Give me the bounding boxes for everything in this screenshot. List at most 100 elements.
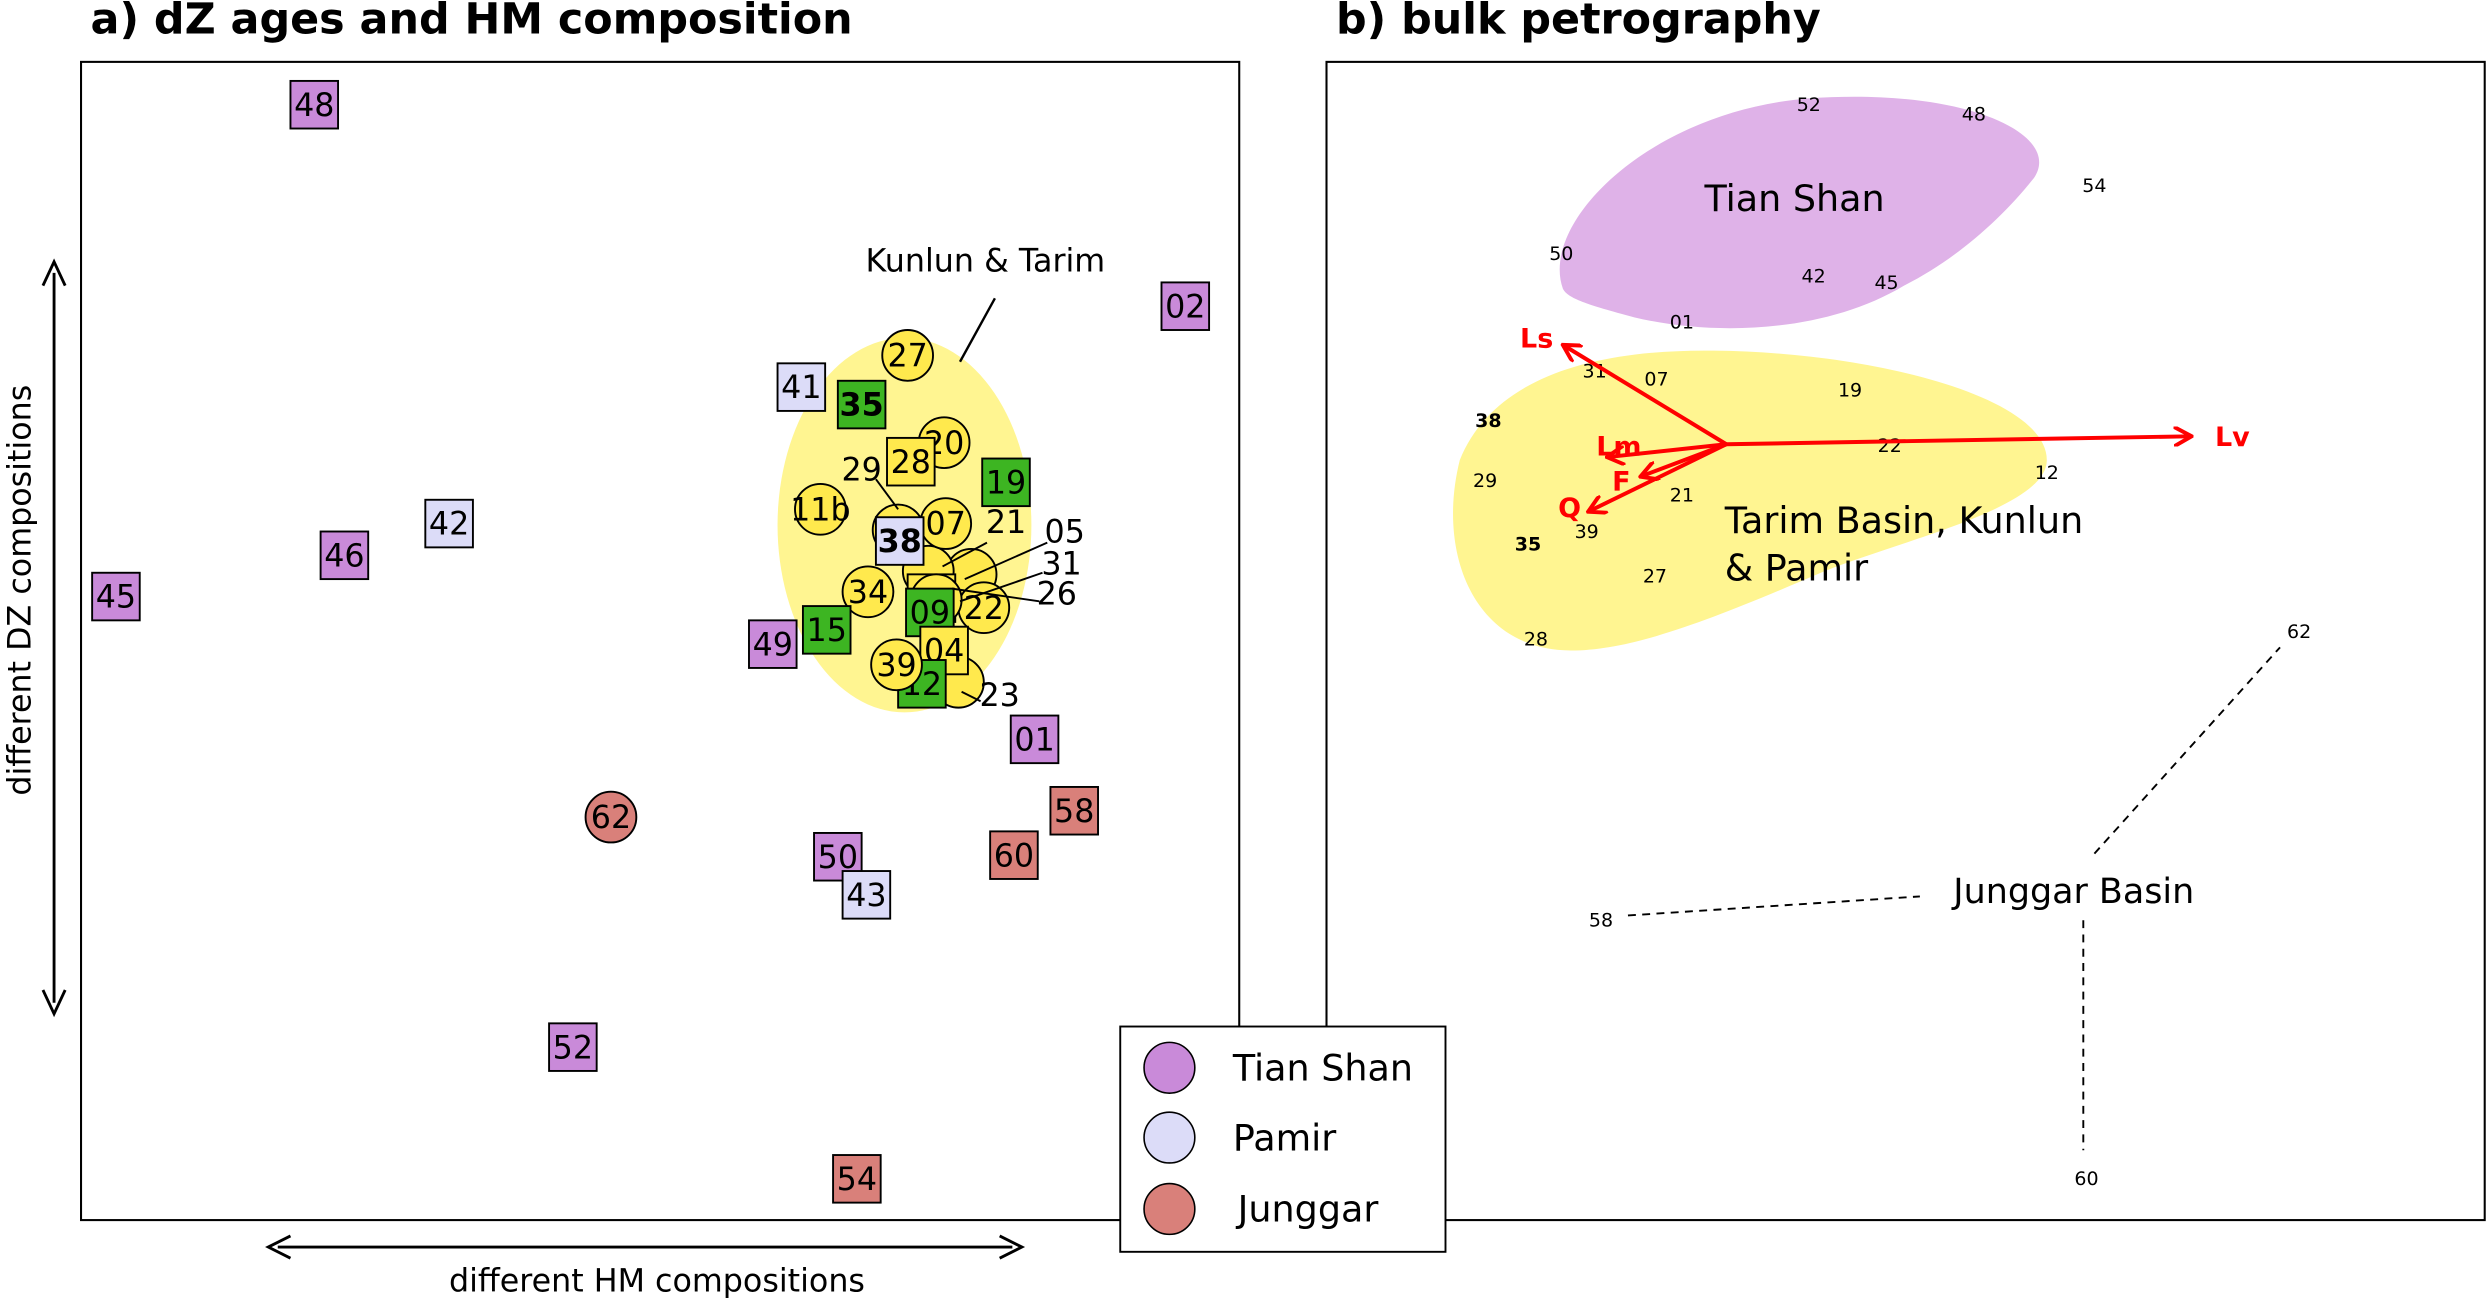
- leader-line: [951, 587, 1040, 603]
- petro-point-35: 35: [1515, 534, 1541, 556]
- data-point-02: 02: [1160, 281, 1211, 331]
- legend-label: Pamir: [1233, 1116, 1336, 1159]
- point-label: 49: [753, 627, 793, 663]
- data-point-49: 49: [748, 619, 798, 669]
- legend-swatch-tian-shan: [1143, 1041, 1196, 1094]
- vector-label: Ls: [1520, 323, 1553, 354]
- leader-line: [959, 571, 1043, 603]
- square-marker: [776, 362, 827, 412]
- junggar-basin-label: Junggar Basin: [1951, 872, 2194, 912]
- point-label: 62: [591, 800, 631, 836]
- data-point-07: 07: [919, 497, 973, 550]
- tian-shan-region: [1559, 96, 2040, 329]
- leader-line: [875, 478, 899, 510]
- vector-Q: [1590, 442, 1728, 511]
- data-point-58: 58: [1049, 785, 1099, 836]
- point-label-31: 31: [1041, 546, 1081, 582]
- square-marker: [886, 436, 936, 487]
- point-label: 35: [840, 388, 884, 424]
- data-point-27: 27: [881, 329, 934, 382]
- vector-Lm: [1609, 442, 1727, 457]
- petro-point-42: 42: [1801, 265, 1825, 287]
- vector-label: Lv: [2215, 422, 2250, 453]
- petro-point-50: 50: [1549, 243, 1573, 265]
- tian-shan-label: Tian Shan: [1703, 177, 1884, 220]
- legend-label: Junggar: [1236, 1188, 1379, 1231]
- data-point-38: 38: [874, 516, 925, 566]
- petro-point-19: 19: [1838, 380, 1862, 402]
- petro-point-21: 21: [1670, 484, 1694, 506]
- petro-point-54: 54: [2082, 175, 2106, 197]
- point-label: 58: [1054, 794, 1094, 830]
- panel-a-frame: [80, 60, 1241, 1222]
- square-marker: [1049, 785, 1099, 836]
- point-label-23: 23: [979, 678, 1019, 714]
- petro-point-39: 39: [1575, 521, 1599, 543]
- vector-label: Lm: [1596, 431, 1641, 462]
- point-label-21: 21: [986, 505, 1026, 541]
- point-label: 11b: [790, 492, 851, 528]
- vector-label: Q: [1558, 493, 1581, 524]
- petro-point-22: 22: [1878, 435, 1902, 457]
- point-label: 42: [429, 507, 469, 543]
- point-label: 60: [994, 838, 1034, 874]
- point-label-05: 05: [1045, 515, 1085, 551]
- panel-a-title: a) dZ ages and HM composition: [91, 0, 853, 44]
- circle-marker: [794, 482, 847, 536]
- point-label: 07: [926, 507, 966, 543]
- data-point-52: 52: [548, 1022, 598, 1072]
- data-point-01: 01: [1009, 714, 1060, 765]
- square-marker: [836, 379, 887, 430]
- data-point-15: 15: [801, 605, 852, 655]
- point-label: 02: [1165, 289, 1205, 325]
- legend-swatch-pamir: [1143, 1111, 1196, 1164]
- square-marker: [832, 1154, 882, 1204]
- petro-point-45: 45: [1874, 272, 1898, 294]
- point-label: 27: [887, 339, 927, 375]
- data-point-43: 43: [841, 870, 892, 920]
- vector-Ls: [1564, 346, 1728, 446]
- petro-point-48: 48: [1962, 104, 1986, 126]
- point-label: 46: [324, 538, 364, 574]
- square-marker: [289, 79, 340, 130]
- data-point-39: 39: [870, 638, 923, 692]
- panel-b-frame: [1325, 60, 2486, 1222]
- square-marker: [989, 830, 1039, 880]
- legend-swatch-junggar: [1143, 1182, 1196, 1236]
- data-point-19: 19: [981, 457, 1031, 508]
- square-marker: [548, 1022, 598, 1072]
- point-label: 54: [837, 1162, 877, 1198]
- data-point-28: 28: [886, 436, 936, 487]
- data-point-42: 42: [424, 498, 474, 549]
- square-marker: [1009, 714, 1060, 765]
- leader-line: [942, 541, 988, 568]
- square-marker: [319, 530, 370, 581]
- annotation-leader-line: [958, 297, 996, 363]
- petro-point-62: 62: [2287, 621, 2311, 643]
- y-arrowheads: [41, 258, 67, 1018]
- square-marker: [841, 870, 892, 920]
- square-marker: [981, 457, 1031, 508]
- legend-label: Tian Shan: [1232, 1046, 1413, 1089]
- square-marker: [91, 571, 141, 622]
- tarim-label-line1: Tarim Basin, Kunlun: [1724, 499, 2083, 542]
- square-marker: [874, 516, 925, 566]
- point-label: 34: [848, 575, 888, 611]
- leader-line: [964, 541, 1048, 580]
- data-point-62: 62: [584, 790, 638, 844]
- point-label: 41: [781, 370, 821, 406]
- point-label: 09: [910, 596, 950, 632]
- tarim-label-line2: & Pamir: [1725, 547, 1868, 590]
- circle-marker: [870, 638, 923, 692]
- data-point-60: 60: [989, 830, 1039, 880]
- petro-point-27: 27: [1643, 565, 1667, 587]
- x-axis-label: different HM compositions: [449, 1263, 865, 1299]
- point-label: 48: [294, 88, 334, 124]
- data-point-41: 41: [776, 362, 827, 412]
- square-marker: [801, 605, 852, 655]
- square-marker: [1160, 281, 1211, 331]
- data-point-46: 46: [319, 530, 370, 581]
- circle-marker: [881, 329, 934, 382]
- kunlun-tarim-label: Kunlun & Tarim: [866, 243, 1106, 279]
